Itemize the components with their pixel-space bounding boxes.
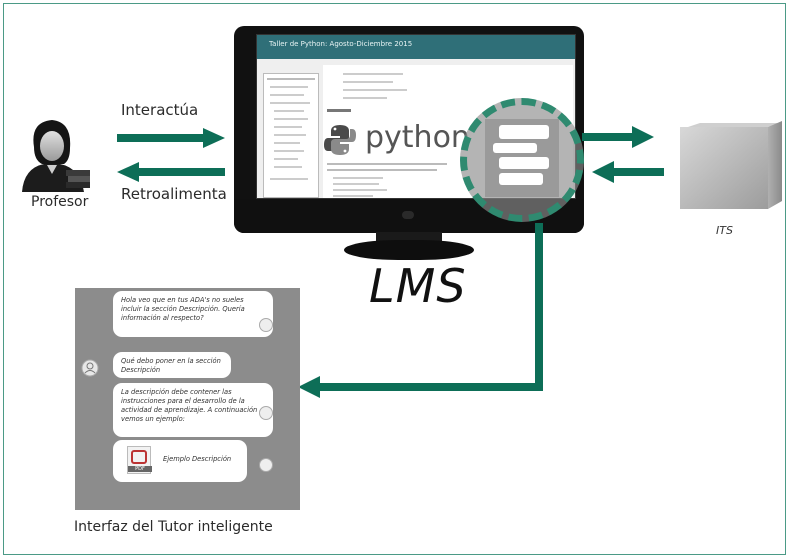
tutor-message-3: La descripción debe contener las instruc… xyxy=(113,383,273,437)
screen-titlebar: Taller de Python: Agosto-Diciembre 2015 xyxy=(257,35,575,59)
screen-title: Taller de Python: Agosto-Diciembre 2015 xyxy=(269,40,413,48)
its-label: ITS xyxy=(716,224,733,237)
user-message-2-text: Qué debo poner en la sección Descripción xyxy=(121,357,221,374)
to-its-arrow xyxy=(582,126,654,148)
user-avatar-icon xyxy=(81,359,99,377)
tutor-message-1: Hola veo que en tus ADA's no sueles incl… xyxy=(113,291,273,337)
pdf-label: PDF xyxy=(128,466,152,472)
python-logo-icon xyxy=(324,125,356,155)
diagram-frame: Profesor Interactúa Retroalimenta Taller… xyxy=(3,3,786,555)
pdf-link-text[interactable]: Ejemplo Descripción xyxy=(163,455,232,463)
tutor-avatar-icon-3 xyxy=(259,458,273,472)
tutor-panel: Hola veo que en tus ADA's no sueles incl… xyxy=(75,288,300,510)
tutor-highlight-circle xyxy=(460,98,584,222)
monitor-stand-base xyxy=(344,240,474,260)
user-message-2: Qué debo poner en la sección Descripción xyxy=(113,352,231,378)
lms-label: LMS xyxy=(369,259,467,313)
pdf-icon[interactable]: PDF xyxy=(127,446,152,474)
tutor-message-3-text: La descripción debe contener las instruc… xyxy=(121,388,258,423)
screen-sidebar xyxy=(263,73,319,198)
professor-label: Profesor xyxy=(31,194,89,210)
tutor-avatar-icon-2 xyxy=(259,406,273,420)
retroalimenta-label: Retroalimenta xyxy=(121,185,227,203)
feedback-arrow xyxy=(117,162,225,182)
its-cube-icon xyxy=(680,121,782,209)
tutor-message-1-text: Hola veo que en tus ADA's no sueles incl… xyxy=(121,296,245,322)
lms-to-tutor-arrow xyxy=(298,223,543,398)
interact-arrow xyxy=(117,128,225,148)
interactua-label: Interactúa xyxy=(121,101,199,119)
tutor-interface-label: Interfaz del Tutor inteligente xyxy=(74,519,273,535)
python-word: python xyxy=(365,120,470,155)
tutor-avatar-icon xyxy=(259,318,273,332)
from-its-arrow xyxy=(592,161,664,183)
professor-icon xyxy=(22,120,90,192)
